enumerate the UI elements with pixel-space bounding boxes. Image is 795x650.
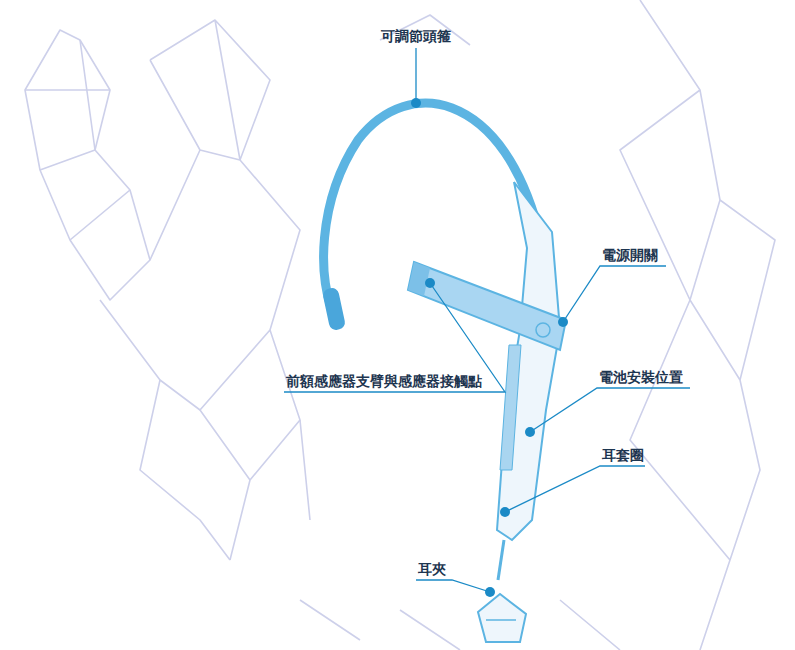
callout-dot — [558, 317, 568, 327]
headband — [324, 103, 538, 318]
ear-loop — [498, 540, 504, 580]
ear-facets — [25, 40, 130, 240]
callout-dot — [525, 427, 535, 437]
power-switch — [536, 323, 550, 337]
ear-clip — [478, 594, 526, 642]
part-label: 電源開關 — [600, 246, 660, 264]
leader-line — [530, 388, 690, 432]
forehead-sensor-tip — [408, 262, 430, 296]
forehead-arm — [408, 262, 566, 350]
face-wireframe — [620, 0, 775, 650]
callout-dot — [500, 507, 510, 517]
head-wireframe — [150, 20, 300, 560]
part-label: 耳套圈 — [600, 446, 646, 464]
callout-dot — [411, 98, 421, 108]
leader-line — [563, 266, 666, 322]
leader-line — [284, 283, 505, 392]
callout-dot — [425, 278, 435, 288]
part-label: 可調節頭箍 — [379, 27, 453, 45]
callout-dot — [485, 587, 495, 597]
ear-clip-seam — [486, 619, 516, 621]
part-label: 電池安裝位置 — [597, 368, 685, 386]
part-label: 耳夾 — [416, 560, 448, 578]
ear-wireframe — [25, 30, 150, 300]
neck-wireframe — [100, 300, 310, 560]
headset-body — [497, 182, 560, 540]
leader-line — [416, 580, 490, 592]
part-label: 前額感應器支臂與感應器接觸點 — [284, 372, 484, 390]
battery-compartment — [500, 345, 521, 470]
headband-end-pad — [322, 287, 346, 331]
leader-line — [415, 48, 416, 100]
edge-wireframe — [300, 15, 620, 650]
leader-line — [505, 466, 645, 512]
